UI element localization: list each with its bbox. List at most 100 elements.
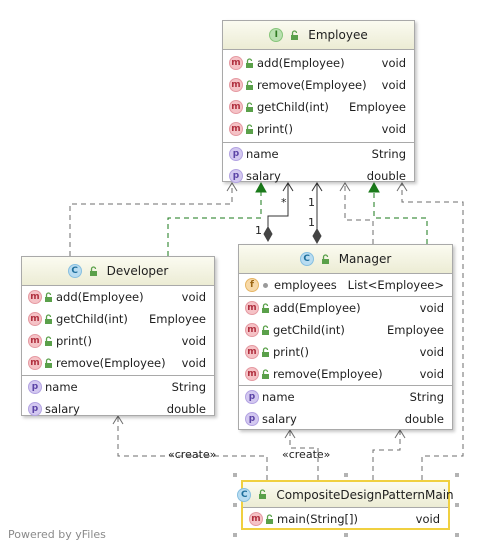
- property-name: salary: [246, 169, 281, 183]
- method-icon: m: [245, 345, 259, 359]
- package-private-visibility-icon: [263, 282, 268, 288]
- arrowhead-open: [282, 182, 294, 192]
- diamond-aggregation: [312, 227, 322, 245]
- property-type: String: [371, 147, 406, 161]
- public-visibility-icon: [262, 346, 269, 357]
- node-header: C Developer: [22, 257, 214, 286]
- arrowhead-open: [284, 429, 296, 439]
- arrowhead-implements: [255, 181, 267, 193]
- edge-employee-children-aggregation[interactable]: [267, 183, 289, 228]
- return-type: void: [419, 345, 444, 359]
- property-type: String: [171, 380, 206, 394]
- public-visibility-icon: [45, 291, 52, 302]
- edge-manager-employee-dependency[interactable]: [344, 183, 374, 244]
- edge-main-employee-dependency[interactable]: [401, 183, 464, 480]
- property-icon: p: [229, 147, 243, 161]
- edge-main-manager-dependency[interactable]: [372, 430, 401, 480]
- return-type: void: [181, 290, 206, 304]
- multiplicity-label: 1: [255, 224, 262, 237]
- interface-icon: I: [269, 28, 284, 42]
- compartment-divider: [239, 385, 452, 386]
- multiplicity-label: *: [281, 196, 287, 209]
- method-name: print(): [56, 334, 92, 348]
- property-name: salary: [45, 402, 80, 416]
- return-type: Employee: [387, 323, 444, 337]
- property-icon: p: [28, 402, 42, 416]
- public-visibility-icon: [45, 335, 52, 346]
- node-header: I Employee: [223, 21, 414, 50]
- method-icon: m: [28, 334, 42, 348]
- property-type: String: [409, 390, 444, 404]
- property-icon: p: [245, 412, 259, 426]
- public-visibility-icon: [262, 368, 269, 379]
- edge-developer-employee-dependency[interactable]: [69, 183, 233, 256]
- arrowhead-open: [396, 182, 408, 192]
- public-visibility-icon: [262, 324, 269, 335]
- static-method-icon: m: [249, 512, 263, 526]
- return-type: void: [415, 512, 440, 526]
- property-name: name: [45, 380, 78, 394]
- return-type: void: [181, 356, 206, 370]
- arrowhead-open: [112, 415, 124, 425]
- return-type: void: [381, 56, 406, 70]
- method-icon: m: [28, 290, 42, 304]
- class-name: CompositeDesignPatternMain: [276, 487, 454, 502]
- method-icon: m: [229, 78, 243, 92]
- node-header: C CompositeDesignPatternMain: [237, 482, 454, 508]
- return-type: Employee: [349, 100, 406, 114]
- public-visibility-icon: [89, 265, 97, 276]
- property-type: double: [366, 169, 406, 183]
- node-header: C Manager: [239, 245, 452, 274]
- return-type: void: [181, 334, 206, 348]
- public-visibility-icon: [246, 79, 253, 90]
- edge-developer-implements-employee[interactable]: [167, 192, 262, 256]
- method-row[interactable]: m print() void: [239, 341, 452, 363]
- return-type: Employee: [149, 312, 206, 326]
- class-icon: C: [299, 252, 314, 266]
- method-name: print(): [273, 345, 309, 359]
- method-name: add(Employee): [273, 301, 361, 315]
- edge-main-creates-manager[interactable]: [289, 430, 319, 480]
- public-visibility-icon: [259, 489, 267, 499]
- return-type: void: [419, 301, 444, 315]
- property-icon: p: [245, 390, 259, 404]
- method-icon: m: [245, 367, 259, 381]
- return-type: void: [419, 367, 444, 381]
- property-type: double: [404, 412, 444, 426]
- watermark: Powered by yFiles: [8, 528, 106, 541]
- method-name: print(): [257, 122, 293, 136]
- method-row[interactable]: m print() void: [22, 330, 214, 352]
- method-icon: m: [229, 100, 243, 114]
- return-type: void: [381, 122, 406, 136]
- runnable-class-icon: C: [237, 487, 252, 502]
- edge-manager-implements-employee[interactable]: [373, 192, 428, 244]
- arrowhead-open: [339, 182, 351, 192]
- class-name: Developer: [106, 264, 169, 278]
- field-icon: f: [245, 278, 259, 292]
- edge-main-creates-developer[interactable]: [117, 416, 268, 480]
- method-icon: m: [245, 323, 259, 337]
